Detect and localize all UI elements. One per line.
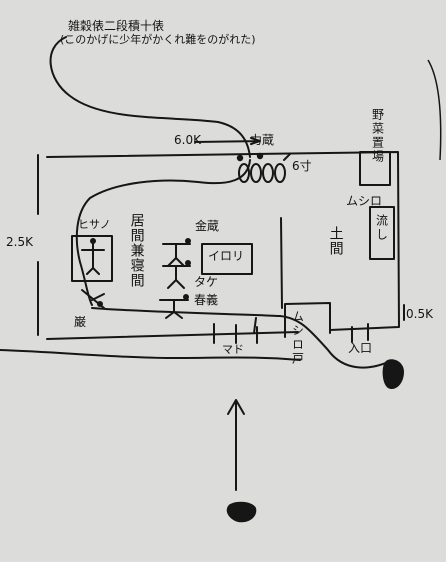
hearth-box: [201, 243, 253, 275]
entrance-label: 入口: [348, 341, 373, 355]
room-living-label: 居間兼寝間: [128, 213, 145, 288]
iwao-head: [97, 301, 103, 307]
bear-icon-bottom: [226, 501, 257, 523]
room-earth-floor-label: 土間: [327, 226, 344, 256]
page-edge-curve: [427, 59, 442, 161]
rice-bales: [238, 163, 286, 183]
dimension-depth-left: 2.5K: [6, 235, 33, 249]
person-iwao-label: 巌: [74, 315, 87, 329]
hisano-bed-box: [71, 235, 113, 282]
hisano-head: [90, 238, 96, 244]
bale-height-label: 6寸: [292, 159, 312, 173]
person-take-label: タケ: [194, 275, 219, 289]
person-haruyoshi-label: 春義: [194, 293, 219, 307]
mat-label: ムシロ: [346, 194, 383, 208]
mat-door-label: ムシロ戸: [290, 310, 305, 366]
sink-label: 流し: [374, 214, 389, 242]
bear-path-top: [49, 36, 251, 158]
kinzo-figure: [162, 243, 191, 267]
take-head: [185, 260, 191, 266]
bear-path-lower: [91, 307, 389, 369]
person-kinzo-label: 金蔵: [195, 219, 220, 233]
bear-icon-entrance: [382, 359, 404, 390]
hisano-figure: [81, 243, 105, 275]
approach-arrow: [227, 399, 245, 491]
sink-box: [369, 206, 395, 260]
hearth-label: イロリ: [208, 249, 245, 263]
note-line-2: (このかげに少年がかくれ難をのがれた): [60, 33, 256, 46]
vegetable-storage-box: [359, 151, 391, 186]
outer-wall: [46, 151, 400, 340]
bear-path-left: [0, 349, 301, 361]
kinzo-head: [185, 238, 191, 244]
take-figure: [162, 265, 191, 289]
dimension-depth-right: 0.5K: [406, 307, 433, 321]
rikizo-head-b: [256, 152, 264, 160]
dimension-width-top: 6.0K: [174, 133, 201, 147]
window-marks: [213, 323, 258, 344]
bear-path-inside: [75, 159, 251, 306]
vegetable-storage-label: 野菜置場: [370, 108, 385, 164]
mat-door-frame: [284, 302, 331, 338]
entrance-marks: [351, 323, 369, 343]
partition-bottom: [253, 317, 257, 334]
person-rikizo-label: 力蔵: [250, 133, 275, 147]
haruyoshi-figure: [159, 299, 189, 319]
partition-wall: [280, 217, 283, 309]
person-hisano-label: ヒサノ: [78, 218, 111, 231]
note-line-1: 雑穀俵二段積十俵: [68, 19, 165, 33]
haruyoshi-head: [183, 294, 189, 300]
bale-tick: [283, 153, 291, 161]
dim-6k-line: [194, 137, 261, 145]
rikizo-head-a: [236, 154, 244, 162]
window-label: マド: [222, 343, 244, 356]
